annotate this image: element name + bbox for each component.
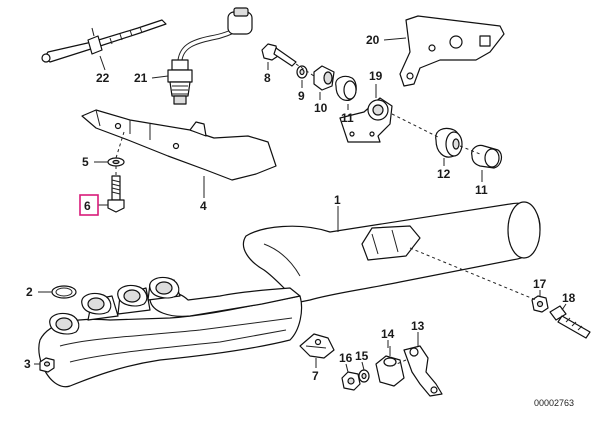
- part-21-oxygen-sensor[interactable]: [167, 7, 253, 105]
- leader-20: [383, 37, 407, 41]
- callout-17[interactable]: 17: [533, 277, 547, 291]
- highlight-box-part-6: [79, 194, 99, 216]
- callout-7[interactable]: 7: [312, 369, 319, 383]
- part-9-washer[interactable]: [296, 65, 308, 79]
- reference-number: 00002763: [534, 398, 574, 408]
- leader-15: [361, 361, 365, 371]
- callout-22[interactable]: 22: [96, 71, 110, 85]
- part-18-bolt[interactable]: [549, 305, 591, 339]
- callout-8[interactable]: 8: [264, 71, 271, 85]
- leader-21: [151, 75, 169, 79]
- exhaust-header-pipes[interactable]: [38, 276, 303, 388]
- callout-11a[interactable]: 11: [341, 111, 354, 125]
- callout-1[interactable]: 1: [334, 193, 341, 207]
- callout-2[interactable]: 2: [26, 285, 33, 299]
- part-22-cable-tie[interactable]: [41, 19, 167, 63]
- assembly-lines: [115, 63, 537, 367]
- callout-5[interactable]: 5: [82, 155, 89, 169]
- part-20-bracket[interactable]: [399, 15, 505, 87]
- callout-16[interactable]: 16: [339, 351, 353, 365]
- part-1-silencer[interactable]: [242, 201, 541, 303]
- callout-9[interactable]: 9: [298, 89, 305, 103]
- callout-3[interactable]: 3: [24, 357, 31, 371]
- callout-14[interactable]: 14: [381, 327, 395, 341]
- part-14-rubber-buffer[interactable]: [375, 346, 405, 387]
- callout-15[interactable]: 15: [355, 349, 369, 363]
- part-12-rubber-mount[interactable]: [435, 127, 463, 158]
- callout-18[interactable]: 18: [562, 291, 576, 305]
- part-10-spacer[interactable]: [313, 65, 335, 91]
- part-4-heat-shield[interactable]: [81, 109, 277, 181]
- callout-11b[interactable]: 11: [475, 183, 488, 197]
- callout-6[interactable]: 6: [84, 199, 91, 213]
- callout-13[interactable]: 13: [411, 319, 425, 333]
- callout-10[interactable]: 10: [314, 101, 328, 115]
- part-8-bolt[interactable]: [261, 43, 297, 67]
- part-7-clamp[interactable]: [299, 333, 335, 359]
- callout-12[interactable]: 12: [437, 167, 451, 181]
- part-6-bolt[interactable]: [107, 175, 125, 213]
- part-3-nut[interactable]: [39, 357, 55, 373]
- part-11-grommet-upper[interactable]: [335, 75, 357, 101]
- callout-4[interactable]: 4: [200, 199, 207, 213]
- part-16-nut[interactable]: [341, 371, 361, 391]
- part-5-washer[interactable]: [107, 157, 125, 167]
- leader-18: [561, 303, 567, 311]
- callout-20[interactable]: 20: [366, 33, 380, 47]
- leader-22: [99, 55, 106, 71]
- part-15-washer[interactable]: [358, 369, 370, 383]
- callout-19[interactable]: 19: [369, 69, 383, 83]
- part-17-nut[interactable]: [531, 295, 549, 313]
- callout-21[interactable]: 21: [134, 71, 148, 85]
- part-2-gasket[interactable]: [51, 285, 77, 299]
- part-11-grommet-lower[interactable]: [471, 144, 503, 169]
- leader-16: [345, 363, 349, 373]
- part-19-mounting-plate[interactable]: [339, 97, 393, 143]
- part-13-bracket[interactable]: [403, 345, 443, 397]
